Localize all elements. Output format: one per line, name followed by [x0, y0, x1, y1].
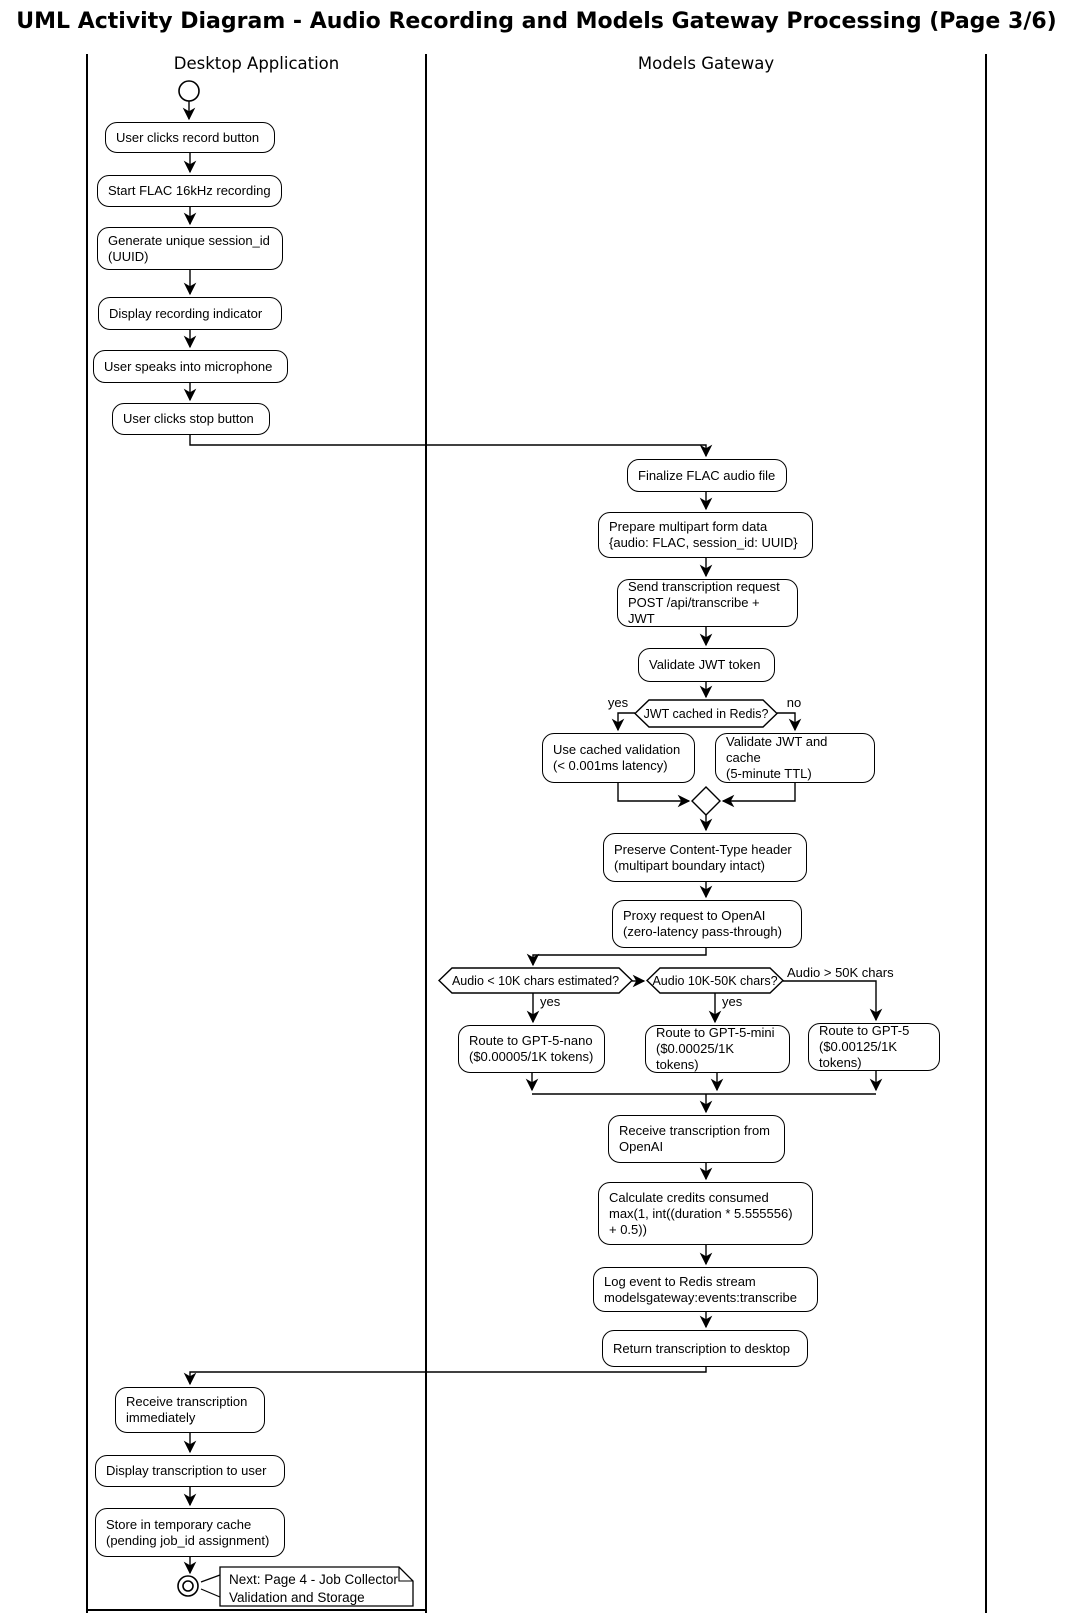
activity-user-speaks: User speaks into microphone — [93, 350, 288, 383]
activity-proxy-request-openai: Proxy request to OpenAI (zero-latency pa… — [612, 900, 802, 948]
decision-jwt-cached-shape — [633, 699, 779, 728]
activity-validate-jwt: Validate JWT token — [638, 648, 775, 682]
activity-route-gpt5-nano: Route to GPT-5-nano ($0.00005/1K tokens) — [458, 1025, 605, 1073]
decision-audio-mid-label: Audio 10K-50K chars? — [652, 973, 778, 988]
edge-stop-finalize — [189, 435, 713, 458]
note-connector-top — [200, 1574, 221, 1583]
edge-label-jwt-no: no — [786, 695, 802, 710]
activity-user-clicks-record: User clicks record button — [105, 122, 275, 153]
edge-label-audio-large: Audio > 50K chars — [787, 965, 894, 980]
edge-proxy-decision — [526, 948, 707, 967]
activity-receive-transcription-immediately: Receive transcription immediately — [115, 1387, 265, 1433]
lane-title-desktop-application: Desktop Application — [173, 54, 340, 73]
diagram-title: UML Activity Diagram - Audio Recording a… — [16, 9, 1057, 34]
edge-label-jwt-yes: yes — [607, 695, 629, 710]
decision-audio-small-shape — [437, 967, 634, 994]
note-connector-bottom — [200, 1588, 221, 1598]
activity-display-transcription: Display transcription to user — [95, 1455, 285, 1487]
activity-display-recording-indicator: Display recording indicator — [98, 297, 282, 330]
end-node-inner — [182, 1580, 194, 1592]
activity-use-cached-validation: Use cached validation (< 0.001ms latency… — [542, 733, 695, 783]
activity-send-transcription-request: Send transcription request POST /api/tra… — [617, 579, 798, 627]
activity-validate-jwt-and-cache: Validate JWT and cache (5-minute TTL) — [715, 733, 875, 783]
activity-prepare-multipart: Prepare multipart form data {audio: FLAC… — [598, 512, 813, 558]
edge-large-gpt5 — [783, 980, 883, 1022]
activity-finalize-flac: Finalize FLAC audio file — [627, 459, 787, 492]
edge-jwt-yes — [611, 712, 635, 732]
start-node — [178, 80, 200, 102]
decision-audio-small-label: Audio < 10K chars estimated? — [451, 973, 620, 988]
activity-store-temporary-cache: Store in temporary cache (pending job_id… — [95, 1508, 285, 1557]
edge-label-audio-small-yes: yes — [540, 994, 561, 1009]
activity-route-gpt5: Route to GPT-5 ($0.00125/1K tokens) — [808, 1023, 940, 1071]
activity-preserve-content-type: Preserve Content-Type header (multipart … — [603, 833, 807, 882]
activity-receive-transcription-openai: Receive transcription from OpenAI — [608, 1115, 785, 1163]
merge-diamond — [691, 786, 721, 816]
edge-jwt-no — [777, 712, 802, 732]
activity-return-transcription: Return transcription to desktop — [602, 1330, 808, 1367]
note-shape — [219, 1566, 414, 1607]
activity-calculate-credits: Calculate credits consumed max(1, int((d… — [598, 1182, 813, 1245]
note-fold-corner — [398, 1567, 413, 1582]
decision-jwt-cached-label: JWT cached in Redis? — [643, 706, 769, 721]
decision-audio-mid-shape — [645, 967, 785, 994]
activity-start-flac-recording: Start FLAC 16kHz recording — [97, 175, 282, 207]
edge-validated-merge — [721, 783, 796, 808]
activity-user-clicks-stop: User clicks stop button — [112, 403, 270, 435]
note-next-page: Next: Page 4 - Job Collector Validation … — [229, 1572, 398, 1605]
activity-log-event-redis: Log event to Redis stream modelsgateway:… — [593, 1267, 818, 1312]
activity-generate-session-id: Generate unique session_id (UUID) — [97, 227, 283, 270]
edge-label-audio-mid-yes: yes — [722, 994, 743, 1009]
edge-return-receive — [183, 1367, 707, 1386]
lane-title-models-gateway: Models Gateway — [637, 54, 775, 73]
edge-cached-merge — [617, 783, 691, 808]
activity-route-gpt5-mini: Route to GPT-5-mini ($0.00025/1K tokens) — [645, 1025, 790, 1073]
